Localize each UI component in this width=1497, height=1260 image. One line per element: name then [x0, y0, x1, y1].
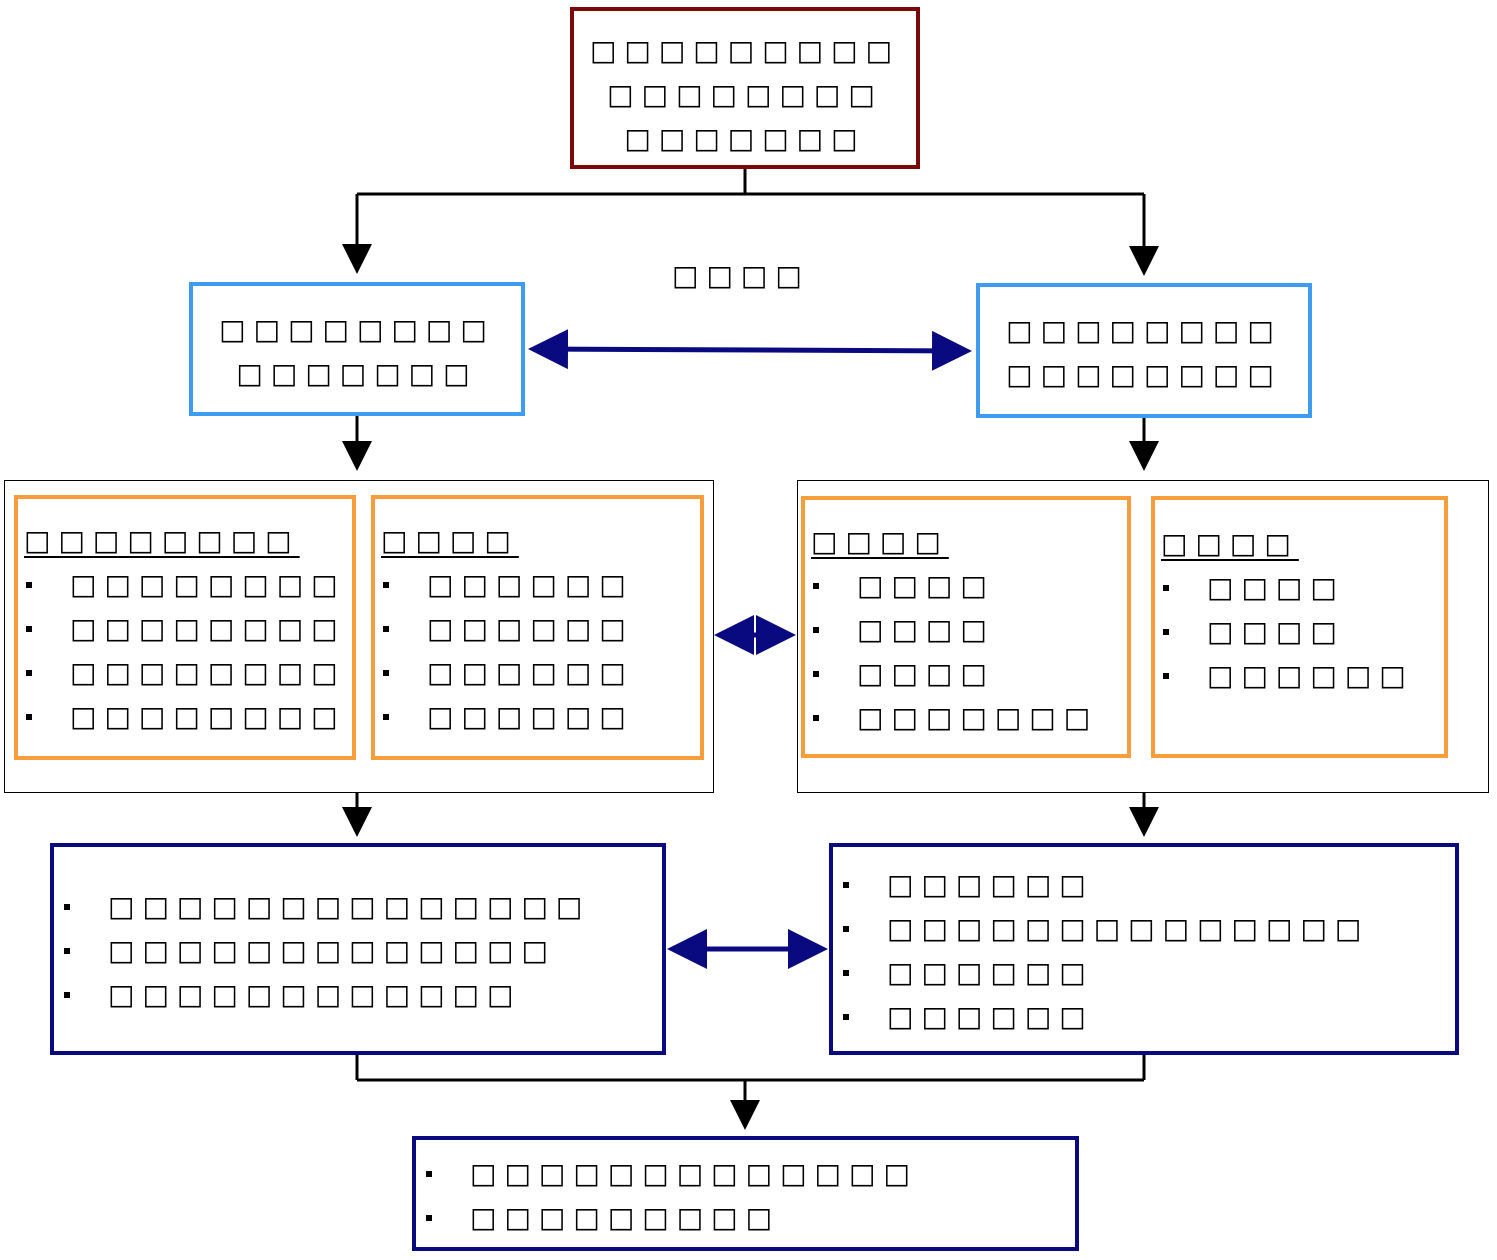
- bullet-icon: [426, 1215, 432, 1221]
- left-concept-box: □□□□□□□□ □□□□□□□: [189, 282, 525, 416]
- top-box-line-1: □□□□□□□□□: [589, 34, 901, 67]
- final-box: □□□□□□□□□□□□□ □□□□□□□□□: [412, 1136, 1079, 1251]
- bullet-icon: [1163, 629, 1169, 635]
- down-arrows: [342, 415, 1159, 837]
- right-panel-b-item-1: □□□□: [1207, 571, 1345, 604]
- bottom-left-item-1: □□□□□□□□□□□□□□: [108, 890, 591, 923]
- right-panel-b-item-2: □□□□: [1207, 615, 1345, 648]
- right-panel-a-heading: □□□□: [811, 525, 949, 558]
- bullet-icon: [383, 714, 389, 720]
- bullet-icon: [813, 583, 819, 589]
- final-item-2: □□□□□□□□□: [470, 1201, 781, 1234]
- right-panel-b-heading: □□□□: [1161, 527, 1299, 560]
- bottom-left-item-3: □□□□□□□□□□□□: [108, 978, 522, 1011]
- top-box: □□□□□□□□□ □□□□□□□□ □□□□□□□: [570, 7, 920, 169]
- bullet-icon: [383, 582, 389, 588]
- right-panel-a: □□□□ □□□□ □□□□ □□□□ □□□□□□□: [801, 496, 1131, 758]
- left-panel-b-item-3: □□□□□□: [427, 656, 634, 689]
- right-box-line-1: □□□□□□□□: [1006, 314, 1282, 347]
- bullet-icon: [813, 627, 819, 633]
- bottom-right-item-2: □□□□□□□□□□□□□□: [887, 912, 1370, 945]
- bullet-icon: [383, 670, 389, 676]
- bullet-icon: [64, 948, 70, 954]
- bullet-icon: [843, 1014, 849, 1020]
- top-box-line-2: □□□□□□□□: [607, 78, 883, 111]
- left-box-line-2: □□□□□□□: [236, 357, 478, 390]
- left-panel-a-item-2: □□□□□□□□: [70, 612, 346, 645]
- right-concept-box: □□□□□□□□ □□□□□□□□: [976, 283, 1312, 418]
- final-item-1: □□□□□□□□□□□□□: [470, 1157, 918, 1190]
- right-panel-b: □□□□ □□□□ □□□□ □□□□□□: [1151, 496, 1448, 758]
- right-panel-b-item-3: □□□□□□: [1207, 659, 1414, 692]
- bullet-icon: [813, 715, 819, 721]
- left-panel-a-item-3: □□□□□□□□: [70, 656, 346, 689]
- right-box-line-2: □□□□□□□□: [1006, 358, 1282, 391]
- bullet-icon: [1163, 673, 1169, 679]
- bottom-left-item-2: □□□□□□□□□□□□□: [108, 934, 556, 967]
- bidirectional-arrows: [528, 329, 972, 969]
- left-panel-a-heading: □□□□□□□□: [24, 524, 300, 557]
- left-panel-a: □□□□□□□□ □□□□□□□□ □□□□□□□□ □□□□□□□□ □□□□…: [14, 495, 356, 760]
- bullet-icon: [843, 882, 849, 888]
- bottom-right-item-4: □□□□□□: [887, 1000, 1094, 1033]
- left-panel-b: □□□□ □□□□□□ □□□□□□ □□□□□□ □□□□□□: [371, 495, 704, 760]
- left-panel-a-item-4: □□□□□□□□: [70, 700, 346, 733]
- bullet-icon: [64, 992, 70, 998]
- left-panel-a-item-1: □□□□□□□□: [70, 568, 346, 601]
- bullet-icon: [26, 714, 32, 720]
- right-panel-a-item-3: □□□□: [857, 657, 995, 690]
- bullet-icon: [1163, 585, 1169, 591]
- left-group-container: [4, 480, 714, 793]
- top-split-connector: [342, 168, 1159, 276]
- bottom-right-item-3: □□□□□□: [887, 956, 1094, 989]
- bottom-left-box: □□□□□□□□□□□□□□ □□□□□□□□□□□□□ □□□□□□□□□□□…: [50, 843, 666, 1055]
- center-label: □□□□: [672, 259, 810, 292]
- left-panel-b-heading: □□□□: [381, 524, 519, 557]
- right-panel-a-item-4: □□□□□□□: [857, 701, 1099, 734]
- right-panel-a-item-2: □□□□: [857, 613, 995, 646]
- bottom-right-box: □□□□□□ □□□□□□□□□□□□□□ □□□□□□ □□□□□□: [829, 843, 1459, 1055]
- bullet-icon: [426, 1171, 432, 1177]
- left-panel-b-item-2: □□□□□□: [427, 612, 634, 645]
- top-box-line-3: □□□□□□□: [624, 122, 866, 155]
- right-panel-a-item-1: □□□□: [857, 569, 995, 602]
- left-panel-b-item-1: □□□□□□: [427, 568, 634, 601]
- bullet-icon: [383, 626, 389, 632]
- right-group-container: [797, 480, 1489, 793]
- bullet-icon: [64, 904, 70, 910]
- bullet-icon: [843, 926, 849, 932]
- left-box-line-1: □□□□□□□□: [219, 313, 495, 346]
- bullet-icon: [26, 670, 32, 676]
- bullet-icon: [843, 970, 849, 976]
- bottom-right-item-1: □□□□□□: [887, 868, 1094, 901]
- bullet-icon: [26, 626, 32, 632]
- bullet-icon: [26, 582, 32, 588]
- bullet-icon: [813, 671, 819, 677]
- left-panel-b-item-4: □□□□□□: [427, 700, 634, 733]
- bottom-merge-connector: [355, 1054, 1146, 1130]
